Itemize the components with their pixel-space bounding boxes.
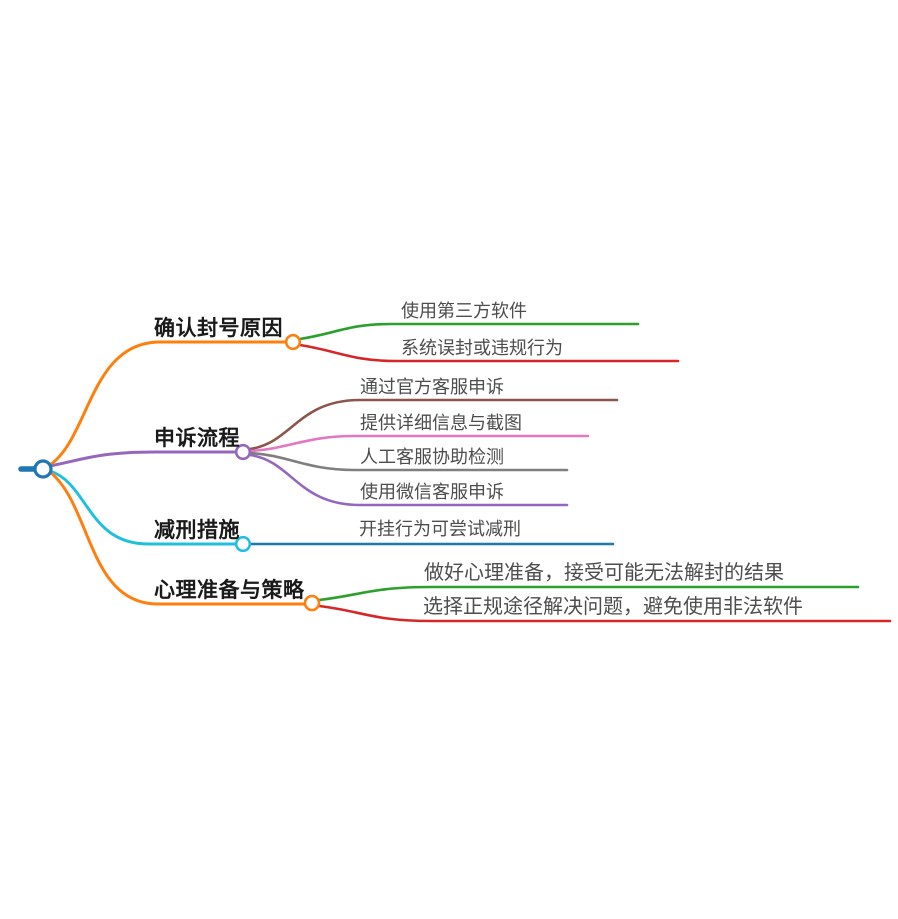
branch2-label[interactable]: 申诉流程 xyxy=(154,427,240,450)
edge-branch2-child1 xyxy=(248,398,619,451)
branch4-child1-label[interactable]: 做好心理准备，接受可能无法解封的结果 xyxy=(424,562,784,584)
edge-branch2-child4 xyxy=(248,453,569,507)
edge-root-branch2 xyxy=(48,450,238,468)
edge-branch4-child1 xyxy=(317,585,860,602)
branch4-child2-label[interactable]: 选择正规途径解决问题，避免使用非法软件 xyxy=(423,596,803,618)
branch3-child1-label[interactable]: 开挂行为可尝试减刑 xyxy=(359,519,521,539)
branch3-label[interactable]: 减刑措施 xyxy=(154,519,240,542)
edge-branch1-child2 xyxy=(298,343,680,363)
branch1-label[interactable]: 确认封号原因 xyxy=(154,317,283,340)
edge-branch2-child2 xyxy=(248,434,590,453)
branch2-child1-label[interactable]: 通过官方客服申诉 xyxy=(360,377,504,397)
branch3-node-circle[interactable] xyxy=(234,535,252,553)
branch4-node-circle[interactable] xyxy=(303,594,321,612)
branch2-child2-label[interactable]: 提供详细信息与截图 xyxy=(360,413,522,433)
branch1-child2-label[interactable]: 系统误封或违规行为 xyxy=(401,338,563,358)
branch2-child4-label[interactable]: 使用微信客服申诉 xyxy=(360,482,504,502)
edge-root-branch3 xyxy=(48,469,238,546)
root-node-circle[interactable] xyxy=(33,459,53,479)
edge-branch2-child3 xyxy=(248,451,569,472)
branch1-node-circle[interactable] xyxy=(284,333,302,351)
edge-root-branch4 xyxy=(48,470,307,606)
branch2-node-circle[interactable] xyxy=(234,443,252,461)
edge-branch4-child2 xyxy=(317,604,892,623)
branch1-child1-label[interactable]: 使用第三方软件 xyxy=(401,301,527,321)
branch2-child3-label[interactable]: 人工客服协助检测 xyxy=(360,447,504,467)
edge-branch1-child1 xyxy=(298,322,640,341)
branch4-label[interactable]: 心理准备与策略 xyxy=(154,579,305,602)
edge-root-branch1 xyxy=(48,340,288,467)
